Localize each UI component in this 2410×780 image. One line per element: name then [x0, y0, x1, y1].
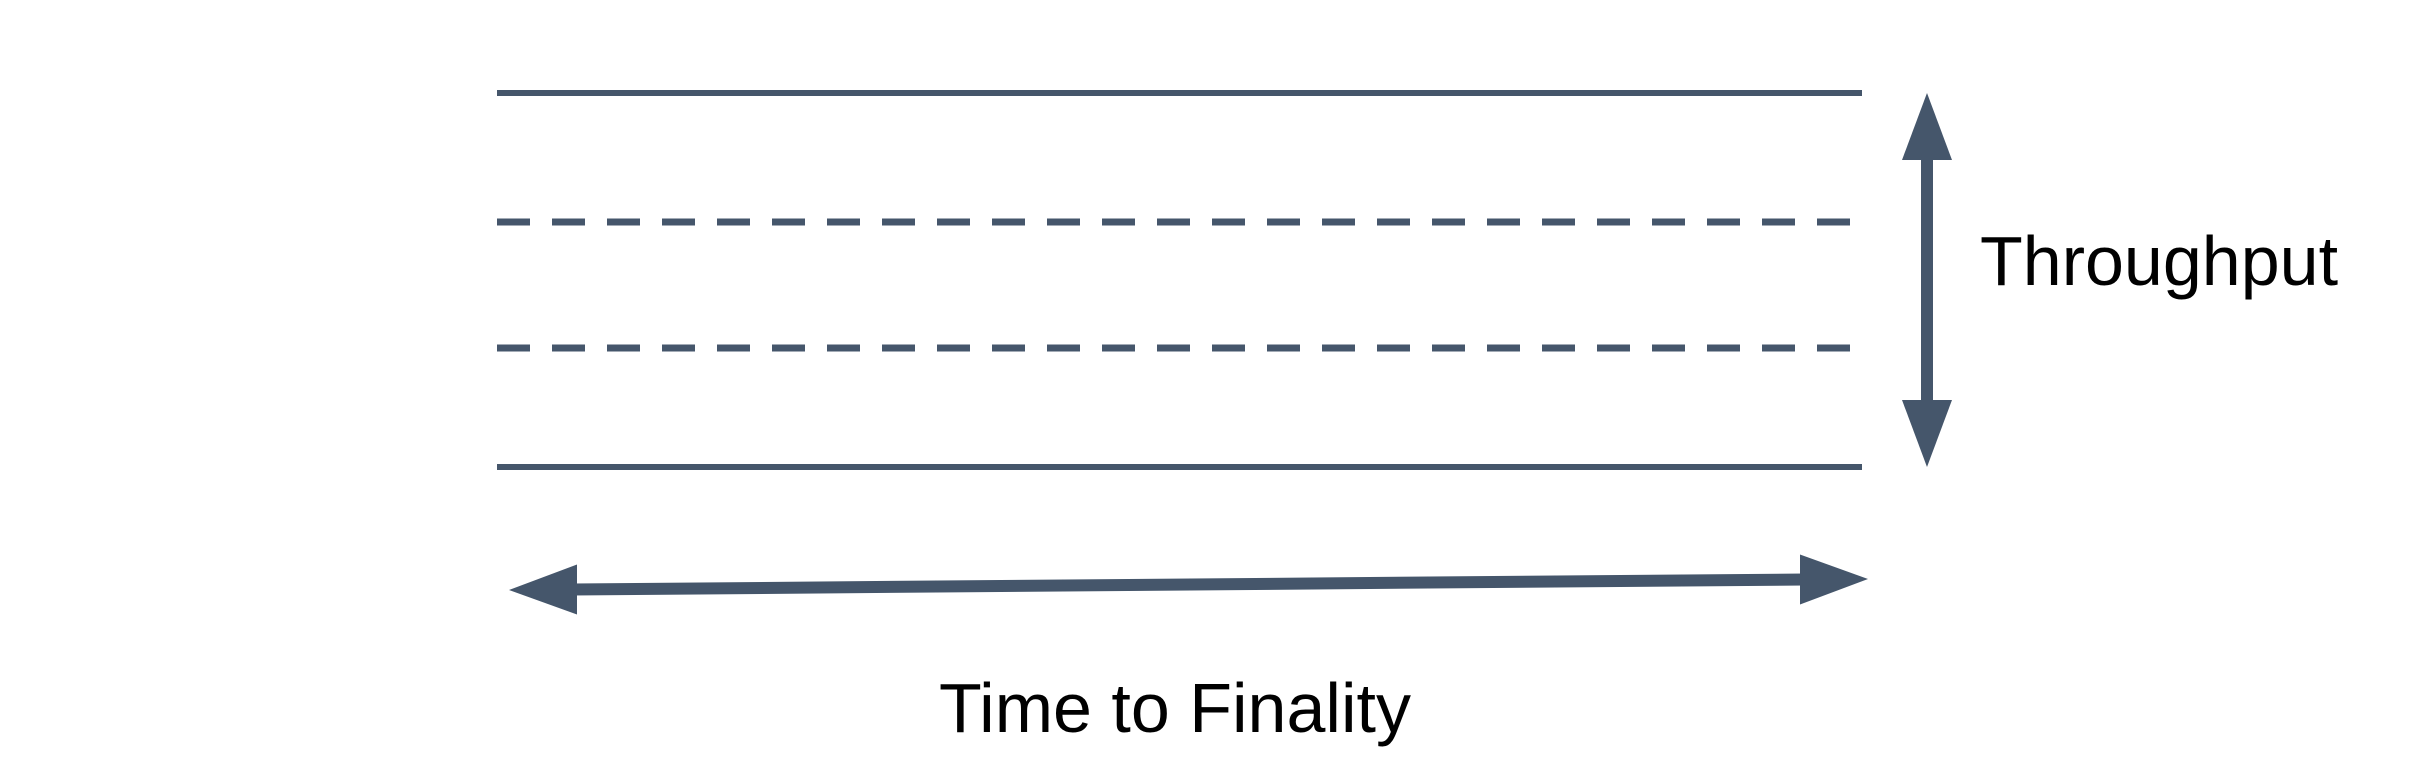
time-to-finality-label: Time to Finality [939, 669, 1411, 747]
time-arrow-shaft [571, 573, 1806, 596]
arrowhead-left-icon [509, 564, 577, 615]
throughput-label: Throughput [1980, 222, 2338, 300]
time-to-finality-arrow [509, 554, 1868, 615]
arrowhead-right-icon [1800, 554, 1868, 605]
throughput-arrow [1902, 93, 1952, 467]
arrowhead-down-icon [1902, 400, 1952, 467]
arrowhead-up-icon [1902, 93, 1952, 160]
